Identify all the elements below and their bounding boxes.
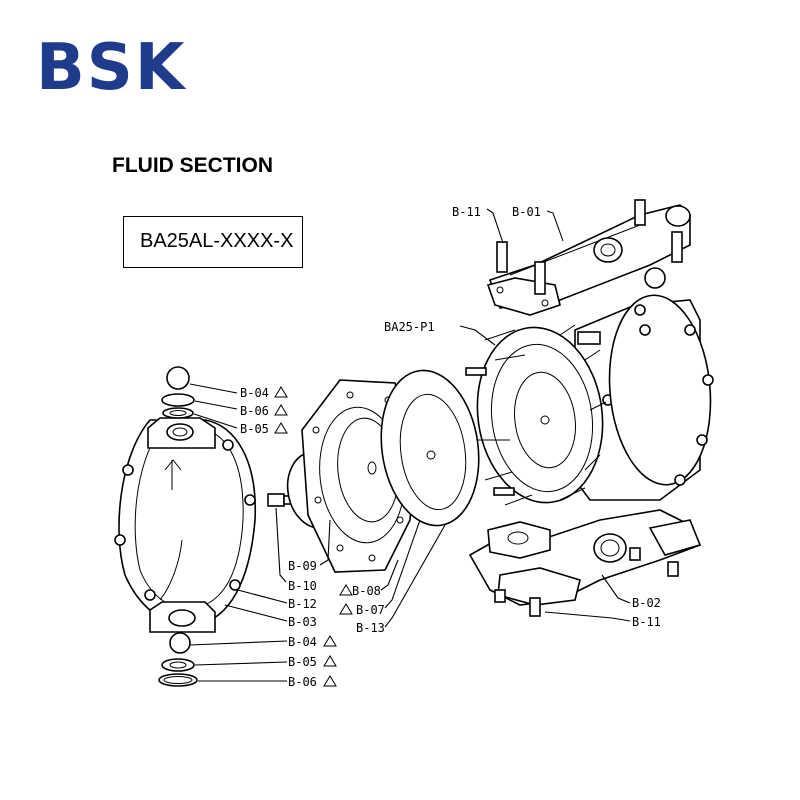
part-label-b04-top: B-04: [240, 386, 288, 400]
svg-text:BA25-P1: BA25-P1: [384, 320, 435, 334]
top-valve-stack: [161, 366, 195, 419]
part-label-b06-top: B-06: [240, 404, 288, 418]
bottom-manifold: [468, 509, 702, 617]
part-label-b13: B-13: [356, 621, 385, 635]
svg-text:B-09: B-09: [288, 559, 317, 573]
svg-text:B-04: B-04: [240, 386, 269, 400]
right-outer-chamber: [608, 294, 714, 486]
part-label-ba25p1: BA25-P1: [384, 320, 435, 334]
svg-text:B-05: B-05: [240, 422, 269, 436]
part-label-b04-bot: B-04: [288, 635, 337, 649]
part-label-b06-bot: B-06: [288, 675, 337, 689]
triangle-mark-icon: [323, 635, 337, 647]
part-label-b03: B-03: [288, 615, 317, 629]
bottom-valve-stack: [158, 632, 198, 687]
triangle-mark-icon: [323, 655, 337, 667]
triangle-mark-icon: [274, 386, 288, 398]
svg-text:B-06: B-06: [288, 675, 317, 689]
model-code: BA25AL-XXXX-X: [140, 230, 294, 252]
part-label-b05-top: B-05: [240, 422, 288, 436]
svg-text:B-04: B-04: [288, 635, 317, 649]
svg-text:B-12: B-12: [288, 597, 317, 611]
left-outer-chamber: [114, 417, 257, 633]
part-label-b08: B-08: [339, 584, 381, 598]
svg-text:B-10: B-10: [288, 579, 317, 593]
svg-text:B-01: B-01: [512, 205, 541, 219]
triangle-mark-icon: [339, 584, 353, 596]
part-label-b07: B-07: [339, 603, 385, 617]
svg-text:B-02: B-02: [632, 596, 661, 610]
part-label-b01: B-01: [512, 205, 541, 219]
backup-diaphragm: [380, 369, 480, 527]
leader-lines: [189, 208, 631, 682]
brand-logo: BSK: [36, 31, 187, 105]
section-title: FLUID SECTION: [112, 154, 273, 177]
inner-chamber: [465, 324, 607, 506]
part-label-b12: B-12: [288, 597, 317, 611]
svg-text:B-11: B-11: [632, 615, 661, 629]
svg-text:B-06: B-06: [240, 404, 269, 418]
svg-text:B-05: B-05: [288, 655, 317, 669]
part-label-b11-top: B-11: [452, 205, 481, 219]
part-label-b09: B-09: [288, 559, 317, 573]
part-label-b11-bot: B-11: [632, 615, 661, 629]
triangle-mark-icon: [274, 404, 288, 416]
triangle-mark-icon: [339, 603, 353, 615]
svg-text:B-03: B-03: [288, 615, 317, 629]
part-label-b05-bot: B-05: [288, 655, 337, 669]
part-label-b10: B-10: [288, 579, 317, 593]
svg-text:B-07: B-07: [356, 603, 385, 617]
triangle-mark-icon: [323, 675, 337, 687]
svg-text:B-13: B-13: [356, 621, 385, 635]
svg-text:B-11: B-11: [452, 205, 481, 219]
triangle-mark-icon: [274, 422, 288, 434]
part-label-b02: B-02: [632, 596, 661, 610]
svg-text:B-08: B-08: [352, 584, 381, 598]
model-code-box: BA25AL-XXXX-X: [123, 216, 303, 268]
top-manifold: [486, 199, 691, 316]
